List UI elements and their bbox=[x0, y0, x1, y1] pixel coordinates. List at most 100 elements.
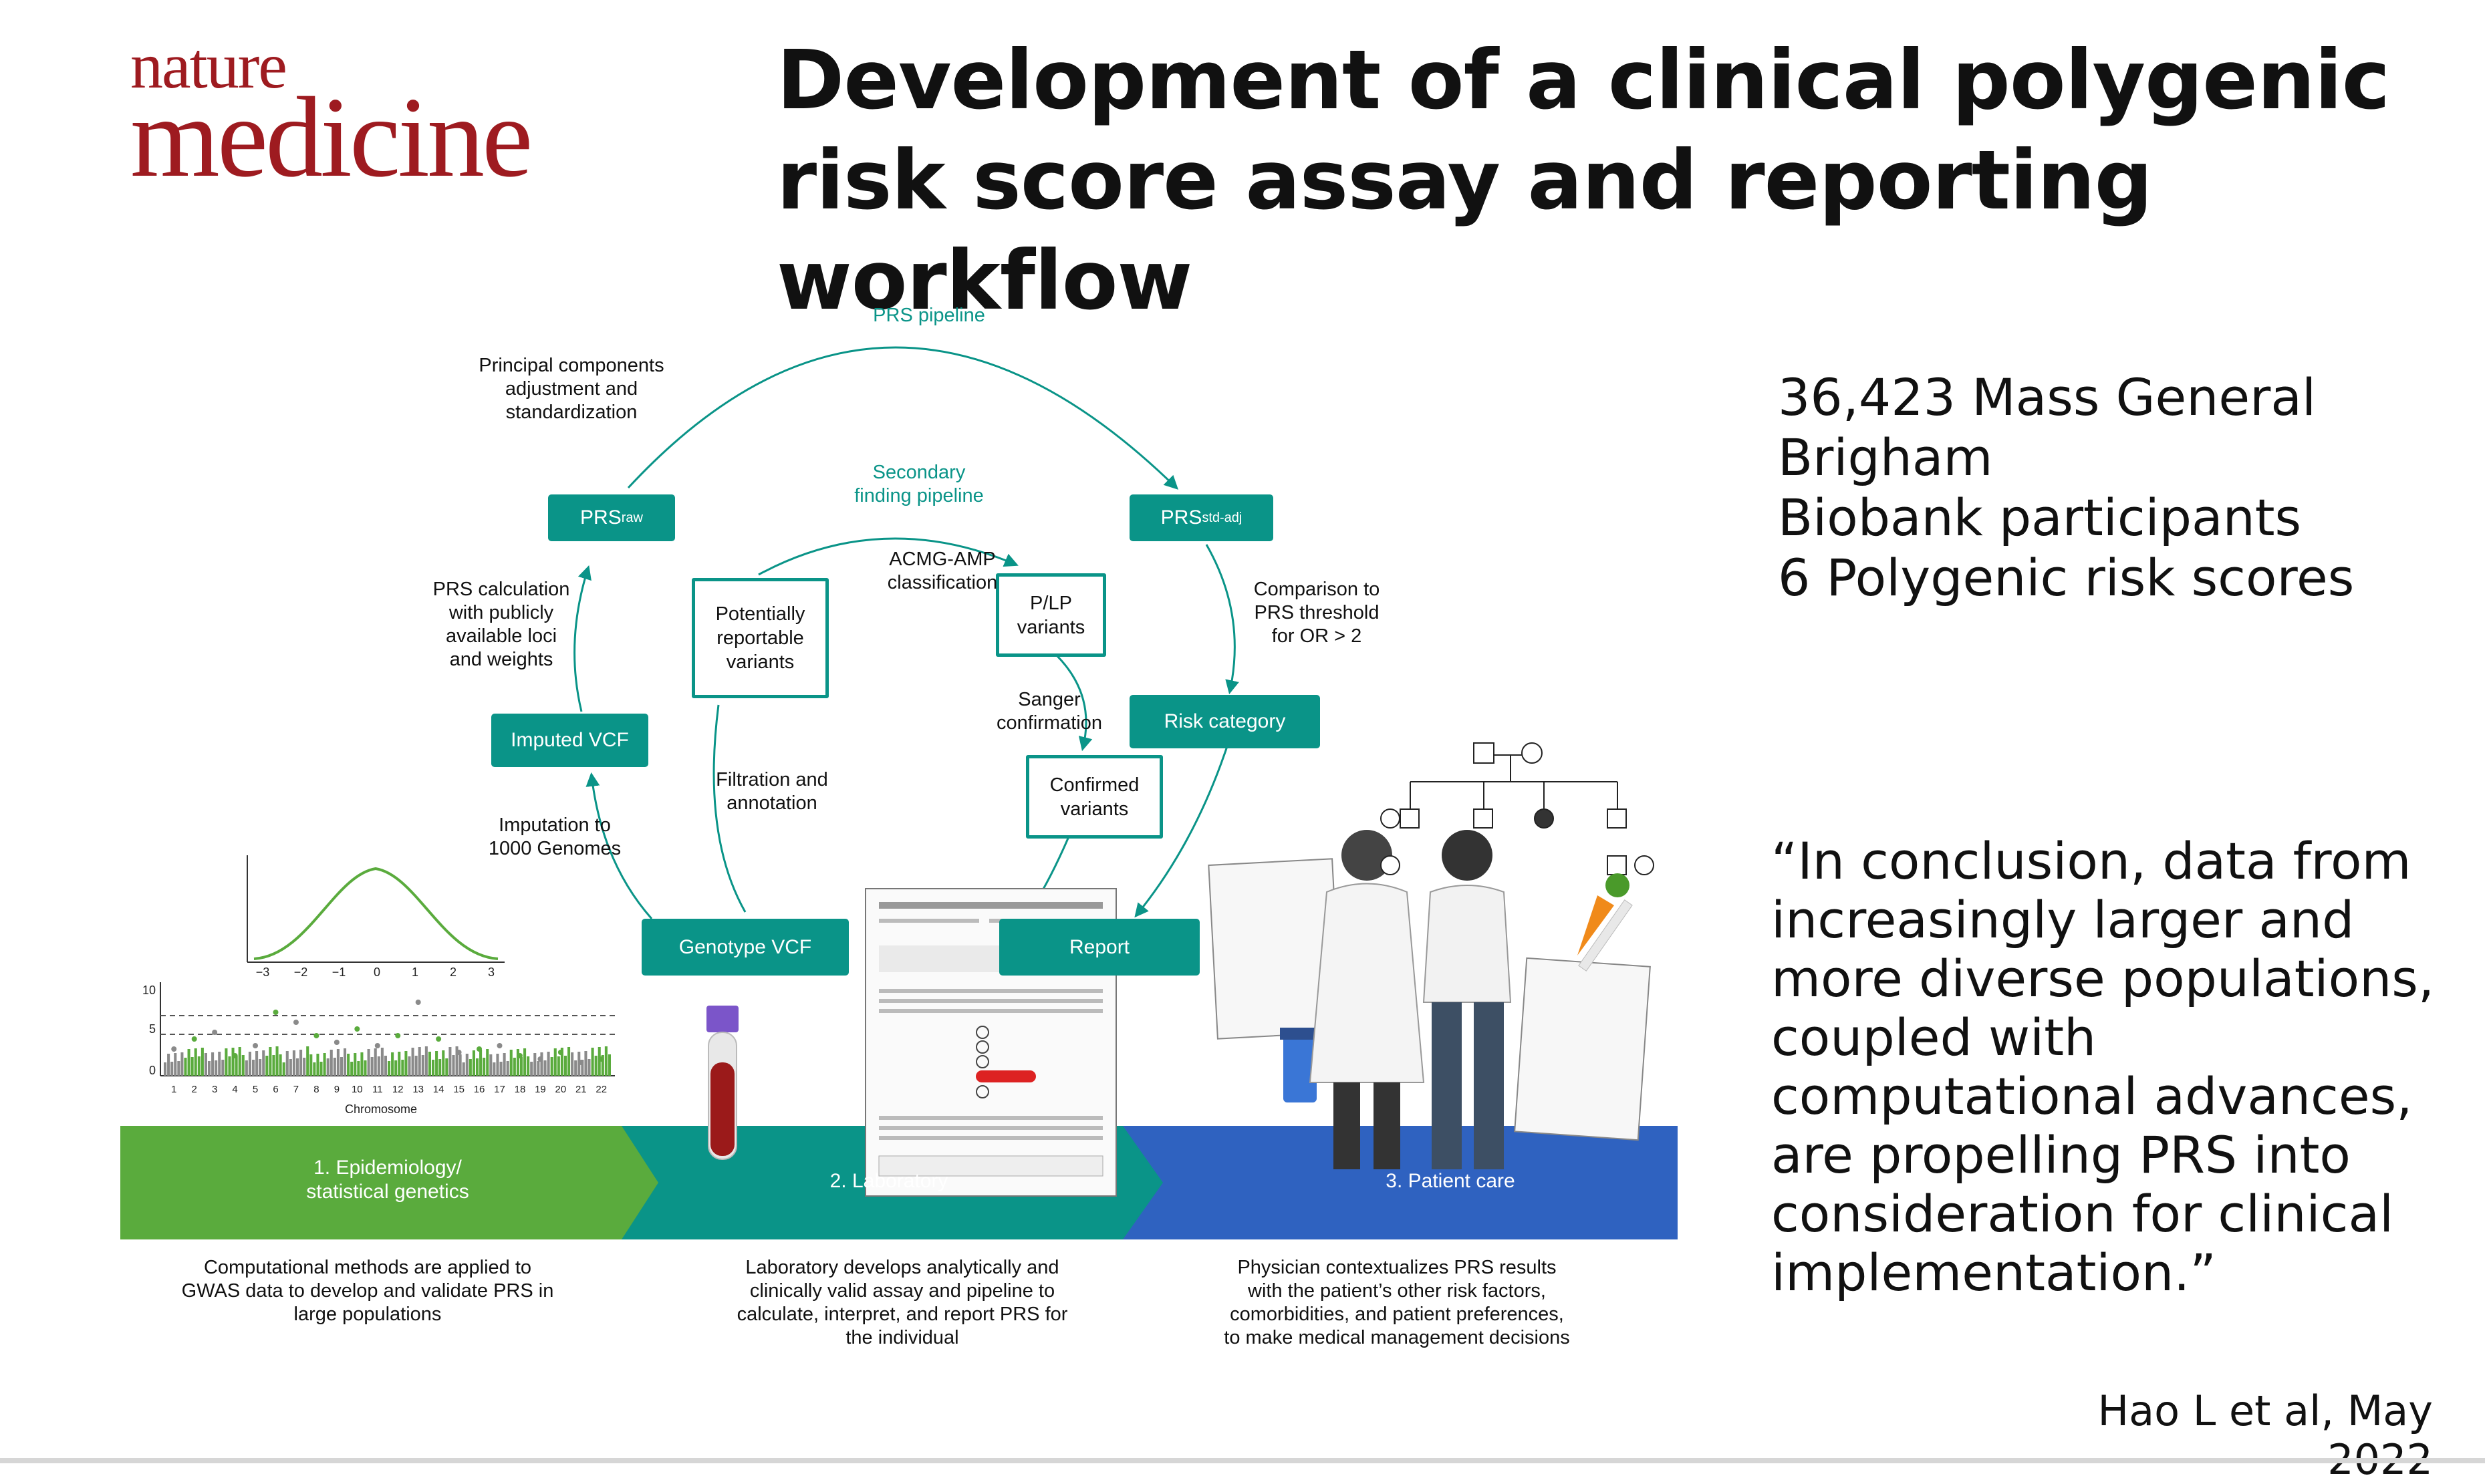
prs-raw-main: PRS bbox=[580, 506, 622, 529]
manhattan-point-cluster bbox=[272, 1055, 275, 1076]
filtration-line-1: Filtration and bbox=[716, 769, 828, 790]
confirmed-line-1: Confirmed bbox=[1049, 774, 1140, 796]
manhattan-peak bbox=[415, 1000, 421, 1005]
manhattan-peak bbox=[537, 1056, 543, 1062]
patient-documents-illustration bbox=[1208, 858, 1651, 1141]
manhattan-point-cluster bbox=[594, 1056, 598, 1076]
manhattan-point-cluster bbox=[289, 1059, 292, 1076]
manhattan-point-cluster bbox=[533, 1053, 537, 1076]
manhattan-point-cluster bbox=[537, 1061, 540, 1076]
study-stats: 36,423 Mass General Brigham Biobank part… bbox=[1778, 367, 2485, 608]
manhattan-point-cluster bbox=[527, 1056, 530, 1076]
patient-illustration bbox=[1422, 830, 1512, 1169]
manhattan-x-tick-label: 2 bbox=[191, 1084, 197, 1095]
manhattan-peak bbox=[456, 1050, 462, 1055]
manhattan-point-cluster bbox=[557, 1056, 560, 1076]
manhattan-point-cluster bbox=[336, 1049, 340, 1076]
manhattan-x-tick-label: 7 bbox=[293, 1084, 299, 1095]
manhattan-point-cluster bbox=[164, 1062, 167, 1076]
filtration-label: Filtration and annotation bbox=[682, 768, 862, 815]
manhattan-point-cluster bbox=[418, 1047, 421, 1076]
manhattan-point-cluster bbox=[513, 1058, 516, 1076]
manhattan-point-cluster bbox=[197, 1056, 201, 1076]
manhattan-peak bbox=[497, 1043, 503, 1048]
potentially-reportable-box: Potentially reportable variants bbox=[692, 578, 829, 698]
manhattan-point-cluster bbox=[479, 1050, 483, 1076]
manhattan-point-cluster bbox=[221, 1060, 225, 1076]
manhattan-point-cluster bbox=[543, 1060, 547, 1076]
manhattan-point-cluster bbox=[354, 1053, 357, 1076]
manhattan-y-tick-label: 0 bbox=[148, 1064, 156, 1077]
comparison-line-1: Comparison to bbox=[1253, 579, 1380, 600]
stats-line-1: 36,423 Mass General Brigham bbox=[1778, 367, 2317, 487]
manhattan-x-tick-label: 1 bbox=[171, 1084, 177, 1095]
manhattan-peak bbox=[293, 1020, 299, 1025]
manhattan-peak bbox=[517, 1053, 523, 1058]
manhattan-x-tick-label: 10 bbox=[351, 1084, 363, 1095]
prs-pipeline-label: PRS pipeline bbox=[873, 305, 985, 326]
stats-line-2: Biobank participants bbox=[1778, 488, 2302, 547]
stage-3-caption: Physician contextualizes PRS results wit… bbox=[1190, 1256, 1604, 1350]
acmg-line-2: classification bbox=[887, 572, 998, 593]
carrot-syringe-illustration bbox=[1577, 873, 1633, 972]
manhattan-x-tick-label: 12 bbox=[392, 1084, 404, 1095]
manhattan-point-cluster bbox=[174, 1053, 177, 1076]
manhattan-peak bbox=[171, 1046, 177, 1052]
manhattan-point-cluster bbox=[235, 1056, 238, 1076]
comparison-line-2: PRS threshold bbox=[1254, 602, 1380, 623]
manhattan-x-tick-label: 19 bbox=[535, 1084, 546, 1095]
manhattan-point-cluster bbox=[201, 1048, 204, 1076]
manhattan-point-cluster bbox=[360, 1052, 364, 1076]
manhattan-peak bbox=[334, 1040, 340, 1045]
manhattan-point-cluster bbox=[319, 1062, 323, 1076]
manhattan-peak bbox=[477, 1046, 483, 1052]
prs-std-sub: std-adj bbox=[1202, 510, 1242, 525]
manhattan-point-cluster bbox=[401, 1060, 404, 1076]
risk-category-box: Risk category bbox=[1130, 695, 1320, 748]
stage-2-caption-line-3: calculate, interpret, and report PRS for bbox=[737, 1304, 1068, 1325]
manhattan-point-cluster bbox=[550, 1057, 553, 1076]
manhattan-point-cluster bbox=[211, 1052, 215, 1076]
bell-curve bbox=[253, 867, 499, 960]
manhattan-point-cluster bbox=[462, 1062, 465, 1076]
manhattan-peak bbox=[253, 1043, 259, 1048]
risk-to-report-arrow bbox=[1134, 738, 1231, 918]
manhattan-point-cluster bbox=[245, 1060, 248, 1076]
manhattan-peak bbox=[232, 1053, 238, 1058]
manhattan-point-cluster bbox=[445, 1058, 448, 1076]
manhattan-point-cluster bbox=[493, 1062, 496, 1076]
stage-2-caption-line-1: Laboratory develops analytically and bbox=[745, 1257, 1059, 1278]
manhattan-point-cluster bbox=[431, 1060, 435, 1076]
manhattan-x-tick-label: 20 bbox=[555, 1084, 567, 1095]
plp-line-2: variants bbox=[1017, 616, 1085, 638]
manhattan-point-cluster bbox=[326, 1058, 330, 1076]
manhattan-point-cluster bbox=[584, 1051, 587, 1076]
manhattan-point-cluster bbox=[292, 1050, 295, 1076]
genotype-to-potential-line bbox=[712, 704, 747, 913]
manhattan-point-cluster bbox=[184, 1058, 187, 1076]
stage-3-chevron bbox=[1123, 1126, 1678, 1239]
manhattan-point-cluster bbox=[333, 1058, 336, 1076]
manhattan-point-cluster bbox=[411, 1048, 414, 1076]
manhattan-point-cluster bbox=[279, 1054, 282, 1076]
manhattan-point-cluster bbox=[269, 1047, 272, 1076]
manhattan-point-cluster bbox=[469, 1059, 472, 1076]
manhattan-point-cluster bbox=[438, 1059, 442, 1076]
manhattan-point-cluster bbox=[424, 1046, 428, 1076]
distribution-tick-label: 1 bbox=[411, 966, 418, 979]
manhattan-point-cluster bbox=[601, 1055, 604, 1076]
manhattan-point-cluster bbox=[489, 1054, 493, 1076]
manhattan-point-cluster bbox=[428, 1052, 431, 1076]
manhattan-point-cluster bbox=[282, 1062, 285, 1076]
manhattan-point-cluster bbox=[218, 1052, 221, 1076]
conclusion-quote: “In conclusion, data from increasingly l… bbox=[1771, 831, 2435, 1302]
manhattan-point-cluster bbox=[459, 1054, 462, 1076]
manhattan-point-cluster bbox=[530, 1062, 533, 1076]
pca-line-2: adjustment and bbox=[505, 378, 638, 400]
manhattan-point-cluster bbox=[262, 1050, 265, 1076]
stage-2-caption: Laboratory develops analytically and cli… bbox=[695, 1256, 1109, 1350]
bottom-divider bbox=[0, 1458, 2485, 1463]
manhattan-peak bbox=[557, 1050, 563, 1055]
